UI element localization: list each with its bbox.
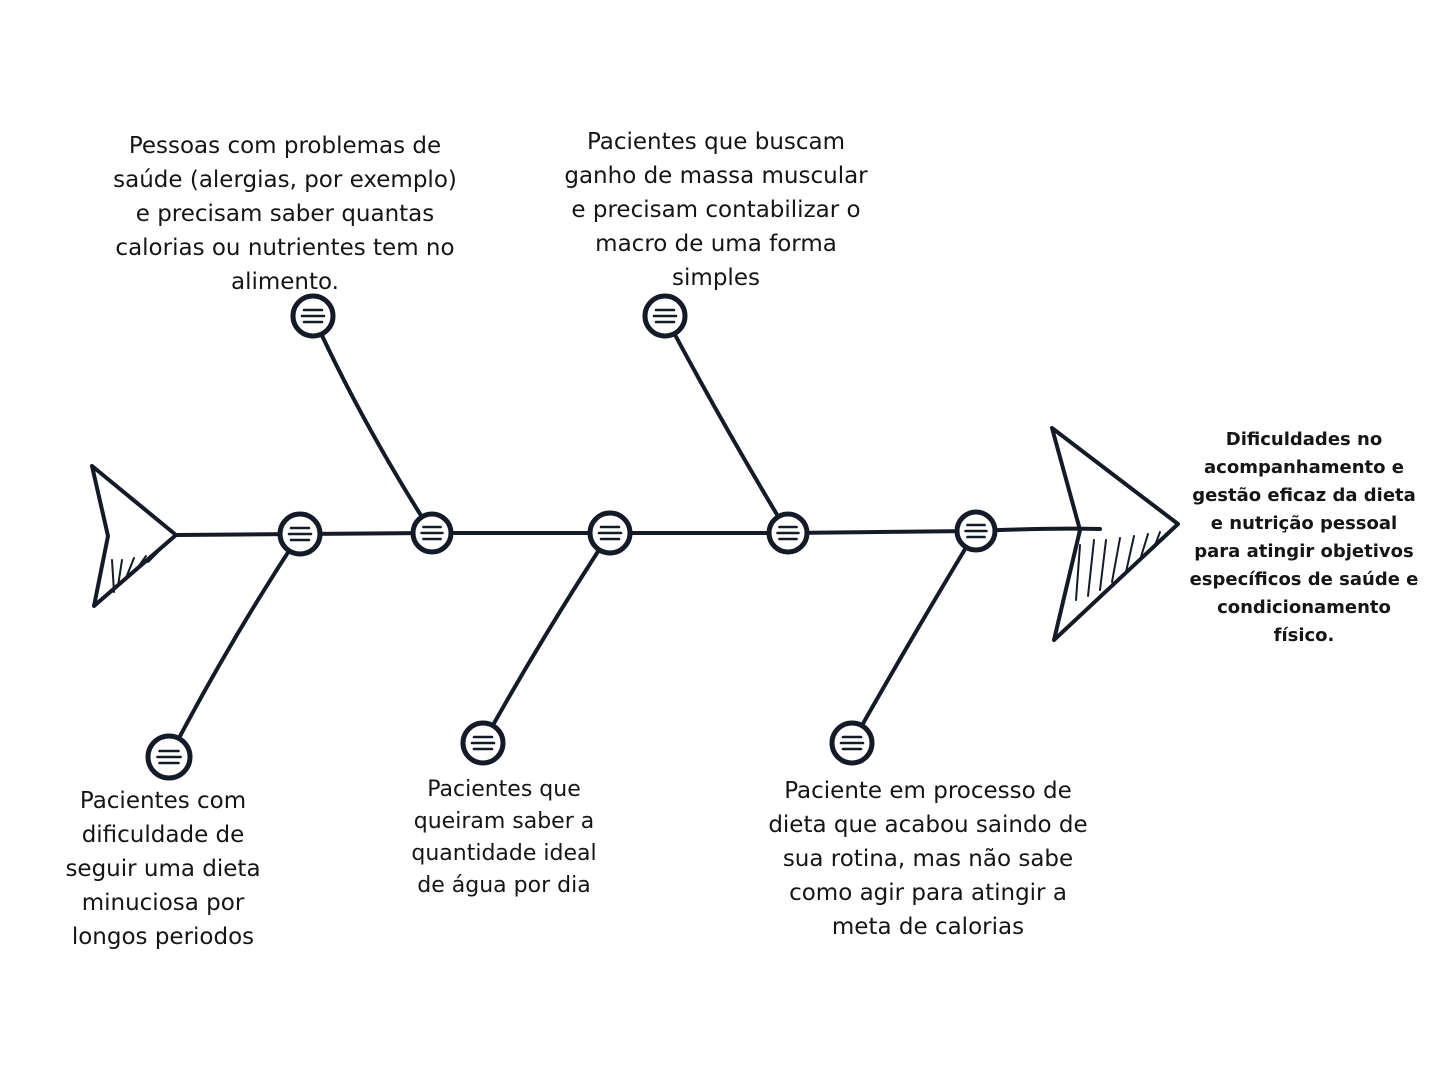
node-bottom-middle — [460, 720, 506, 766]
node-top-middle — [642, 293, 688, 339]
node-spine-4 — [766, 511, 810, 555]
cause-bottom-middle: Pacientes que queiram saber a quantidade… — [411, 777, 597, 898]
node-group — [145, 293, 998, 781]
node-top-left — [290, 293, 336, 339]
cause-top-middle: Pacientes que buscam ganho de massa musc… — [564, 129, 868, 291]
bone-bottom-left — [167, 532, 302, 759]
node-spine-2 — [410, 511, 454, 555]
bone-bottom-middle — [481, 531, 612, 745]
fish-tail — [90, 464, 178, 608]
cause-top-left: Pessoas com problemas de saúde (alergias… — [113, 133, 457, 295]
bone-bottom-right — [850, 529, 978, 745]
fish-head — [1050, 426, 1180, 642]
node-bottom-left — [145, 733, 193, 781]
bone-top-left — [311, 314, 434, 535]
node-spine-3 — [587, 510, 633, 556]
bone-top-middle — [663, 314, 790, 535]
node-spine-1 — [277, 511, 323, 557]
node-spine-5 — [954, 509, 998, 553]
effect-label: Dificuldades no acompanhamento e gestão … — [1189, 429, 1419, 646]
node-bottom-right — [829, 720, 875, 766]
cause-bottom-right: Paciente em processo de dieta que acabou… — [768, 778, 1088, 940]
cause-bottom-left: Pacientes com dificuldade de seguir uma … — [65, 788, 261, 950]
